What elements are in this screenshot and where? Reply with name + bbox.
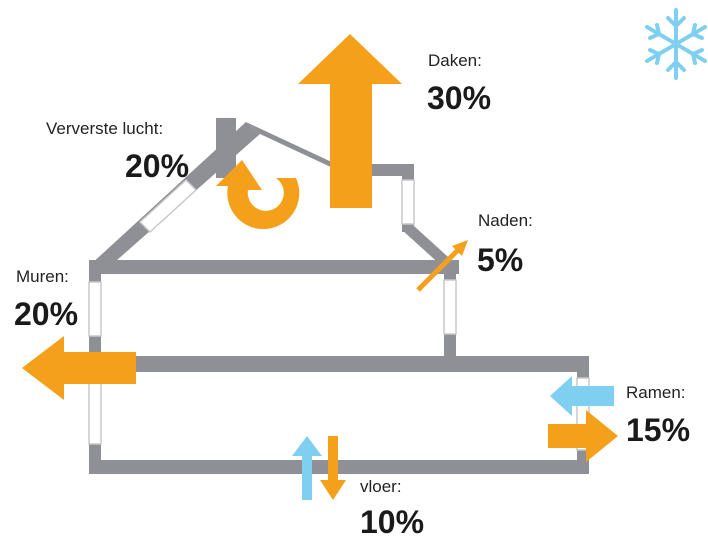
ground-floor — [89, 460, 589, 474]
middle-floor — [89, 356, 589, 372]
chimney — [216, 118, 236, 178]
muren-arrow — [22, 336, 136, 400]
circulating-air-arrow — [216, 160, 300, 230]
lower-left-window — [88, 379, 102, 445]
ramen-label: Ramen: — [626, 383, 686, 402]
dormer-window — [401, 179, 415, 225]
upper-left-window — [88, 281, 102, 337]
ramen-cold-arrow — [550, 376, 614, 416]
roof-right-lower-slope — [402, 226, 458, 268]
naden-label: Naden: — [478, 211, 533, 230]
snowflake-icon — [645, 8, 707, 80]
roof-right-slope — [246, 122, 350, 176]
ververste-lucht-percent: 20% — [125, 148, 190, 184]
muren-percent: 20% — [14, 296, 79, 332]
daken-label: Daken: — [428, 51, 482, 70]
ramen-heat-arrow — [548, 410, 618, 462]
vloer-cold-arrow — [292, 436, 322, 500]
ramen-percent: 15% — [626, 412, 691, 448]
naden-arrow — [416, 240, 468, 292]
roof-up-arrow — [298, 34, 402, 208]
heat-arrows — [22, 34, 618, 500]
ververste-lucht-label: Ververste lucht: — [46, 119, 164, 138]
naden-percent: 5% — [477, 242, 524, 278]
cold-arrows — [292, 376, 614, 500]
windows — [88, 178, 590, 451]
upper-right-window — [443, 279, 457, 335]
vloer-label: vloer: — [360, 477, 402, 496]
vloer-percent: 10% — [360, 504, 425, 540]
skylight-window — [138, 178, 198, 234]
vloer-heat-arrow — [320, 436, 346, 500]
attic-floor — [89, 260, 459, 274]
muren-label: Muren: — [16, 267, 69, 286]
daken-percent: 30% — [427, 80, 492, 116]
